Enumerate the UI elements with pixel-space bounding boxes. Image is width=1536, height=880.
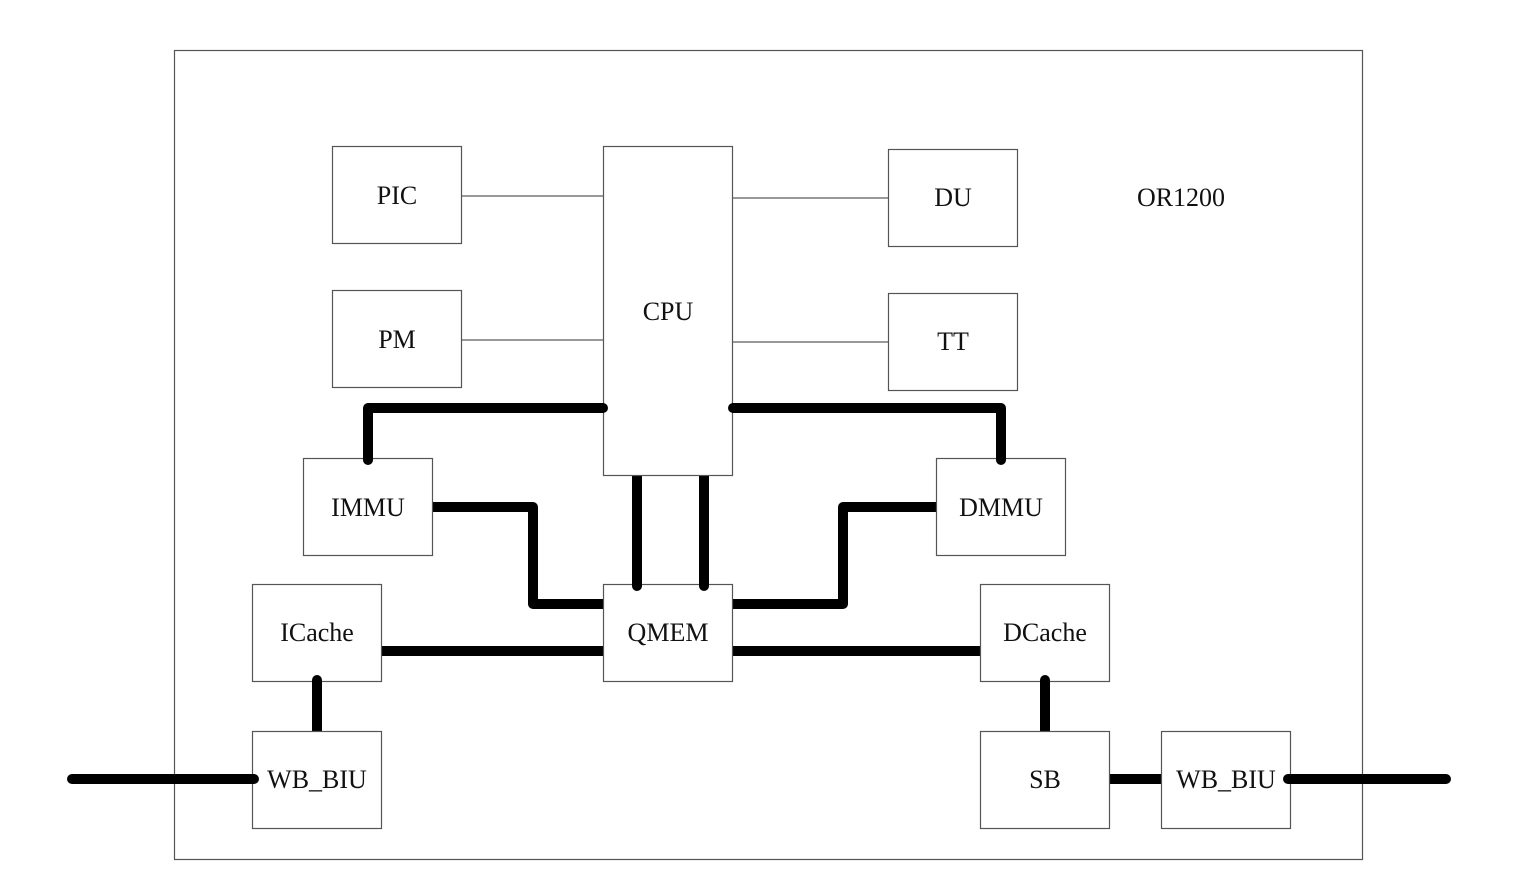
block-pic: PIC <box>331 145 463 245</box>
block-wb-biu-right: WB_BIU <box>1160 730 1292 830</box>
block-pm-label: PM <box>378 325 416 354</box>
block-du-box <box>887 148 1019 248</box>
block-icache-label: ICache <box>280 618 354 647</box>
block-qmem-box <box>602 583 734 683</box>
block-tt: TT <box>887 292 1019 392</box>
block-immu: IMMU <box>302 457 434 557</box>
block-wb-biu-left-box <box>251 730 383 830</box>
block-sb: SB <box>979 730 1111 830</box>
block-icache-box <box>251 583 383 683</box>
block-du-label: DU <box>934 183 972 212</box>
block-dmmu: DMMU <box>935 457 1067 557</box>
bus-immu-qmem <box>427 502 608 609</box>
block-tt-label: TT <box>937 327 969 356</box>
block-dcache: DCache <box>979 583 1111 683</box>
block-dmmu-label: DMMU <box>959 493 1043 522</box>
block-icache: ICache <box>251 583 383 683</box>
bus-cpu-immu <box>363 403 608 463</box>
block-cpu-label: CPU <box>643 297 694 326</box>
block-immu-box <box>302 457 434 557</box>
block-qmem: QMEM <box>602 583 734 683</box>
or1200-boundary <box>173 49 1364 861</box>
bus-cpu-dmmu <box>728 403 1006 463</box>
block-wb-biu-left: WB_BIU <box>251 730 383 830</box>
block-du: DU <box>887 148 1019 248</box>
block-tt-box <box>887 292 1019 392</box>
block-pm-box <box>331 289 463 389</box>
block-dcache-box <box>979 583 1111 683</box>
block-immu-label: IMMU <box>331 493 405 522</box>
block-cpu: CPU <box>602 145 734 477</box>
block-wb-biu-right-label: WB_BIU <box>1176 765 1276 794</box>
block-dmmu-box <box>935 457 1067 557</box>
block-cpu-box <box>602 145 734 477</box>
diagram-title: OR1200 <box>1137 183 1225 212</box>
block-pic-box <box>331 145 463 245</box>
bus-dmmu-qmem <box>728 502 942 609</box>
block-sb-box <box>979 730 1111 830</box>
block-pm: PM <box>331 289 463 389</box>
block-wb-biu-left-label: WB_BIU <box>267 765 367 794</box>
bus-endcaps <box>243 403 1299 784</box>
block-pic-label: PIC <box>377 181 417 210</box>
block-dcache-label: DCache <box>1003 618 1087 647</box>
block-qmem-label: QMEM <box>628 618 709 647</box>
block-wb-biu-right-box <box>1160 730 1292 830</box>
block-sb-label: SB <box>1029 765 1061 794</box>
